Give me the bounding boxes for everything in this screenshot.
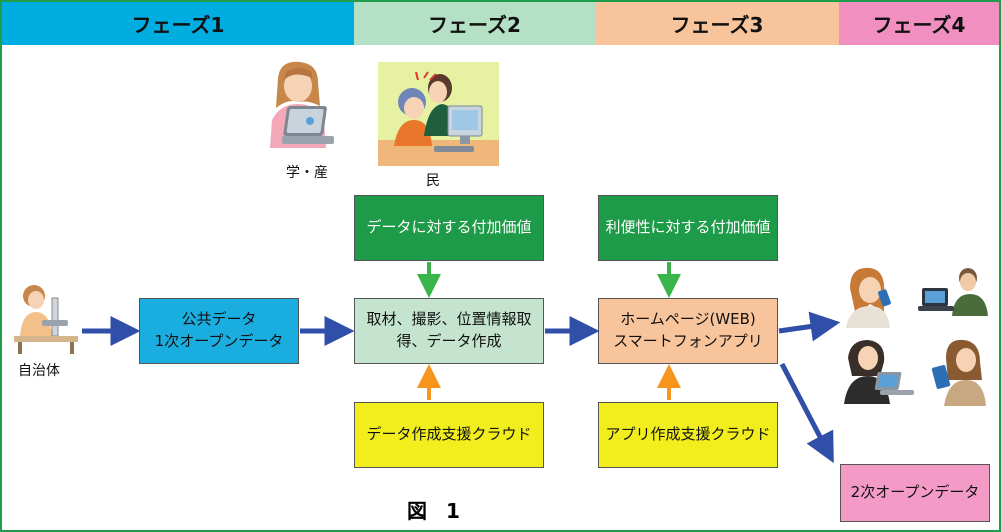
convenience-value-added-box: 利便性に対する付加価値 [598, 195, 778, 261]
academia-industry-label: 学・産 [286, 165, 328, 181]
homepage-app-text: ホームページ(WEB) スマートフォンアプリ [613, 310, 763, 350]
data-creation-box: 取材、撮影、位置情報取 得、データ作成 [354, 298, 544, 364]
data-support-cloud-text: データ作成支援クラウド [366, 425, 532, 444]
data-value-added-text: データに対する付加価値 [366, 218, 532, 237]
phase-2-label: フェーズ2 [428, 13, 521, 37]
man-using-laptop-illustration [918, 268, 988, 316]
academia-person-with-laptop-illustration [270, 61, 334, 148]
data-creation-text: 取材、撮影、位置情報取 得、データ作成 [366, 310, 532, 350]
phase-3-label: フェーズ3 [670, 13, 764, 37]
arrow-homepage-app-to-users [778, 311, 841, 342]
phase-3-header: フェーズ3 [595, 2, 839, 45]
secondary-open-data-box: 2次オープンデータ [840, 464, 990, 522]
data-value-added-box: データに対する付加価値 [354, 195, 544, 261]
municipality-label: 自治体 [18, 363, 60, 379]
woman-using-smartphone-illustration [846, 267, 891, 328]
elderly-and-helper-at-computer-illustration [378, 71, 499, 166]
secondary-open-data-text: 2次オープンデータ [850, 483, 980, 502]
phase-4-header: フェーズ4 [839, 2, 999, 45]
citizens-label: 民 [426, 173, 440, 189]
phase-1-header: フェーズ1 [2, 2, 354, 45]
data-support-cloud-box: データ作成支援クラウド [354, 402, 544, 468]
woman-using-laptop-illustration [844, 340, 914, 404]
phase-2-header: フェーズ2 [354, 2, 595, 45]
citizens-illustration-panel [378, 62, 499, 166]
woman-using-tablet-illustration [931, 339, 986, 406]
phase-1-label: フェーズ1 [131, 13, 225, 37]
app-support-cloud-box: アプリ作成支援クラウド [598, 402, 778, 468]
public-data-text: 公共データ 1次オープンデータ [154, 310, 284, 350]
phase-4-label: フェーズ4 [872, 13, 966, 37]
homepage-app-box: ホームページ(WEB) スマートフォンアプリ [598, 298, 778, 364]
public-data-box: 公共データ 1次オープンデータ [139, 298, 299, 364]
figure-caption: 図 1 [407, 499, 466, 523]
municipality-worker-at-desk-illustration [14, 285, 78, 354]
convenience-value-added-text: 利便性に対する付加価値 [605, 218, 771, 237]
arrow-homepage-app-to-secondary-open-data [779, 362, 834, 464]
app-support-cloud-text: アプリ作成支援クラウド [605, 425, 771, 444]
